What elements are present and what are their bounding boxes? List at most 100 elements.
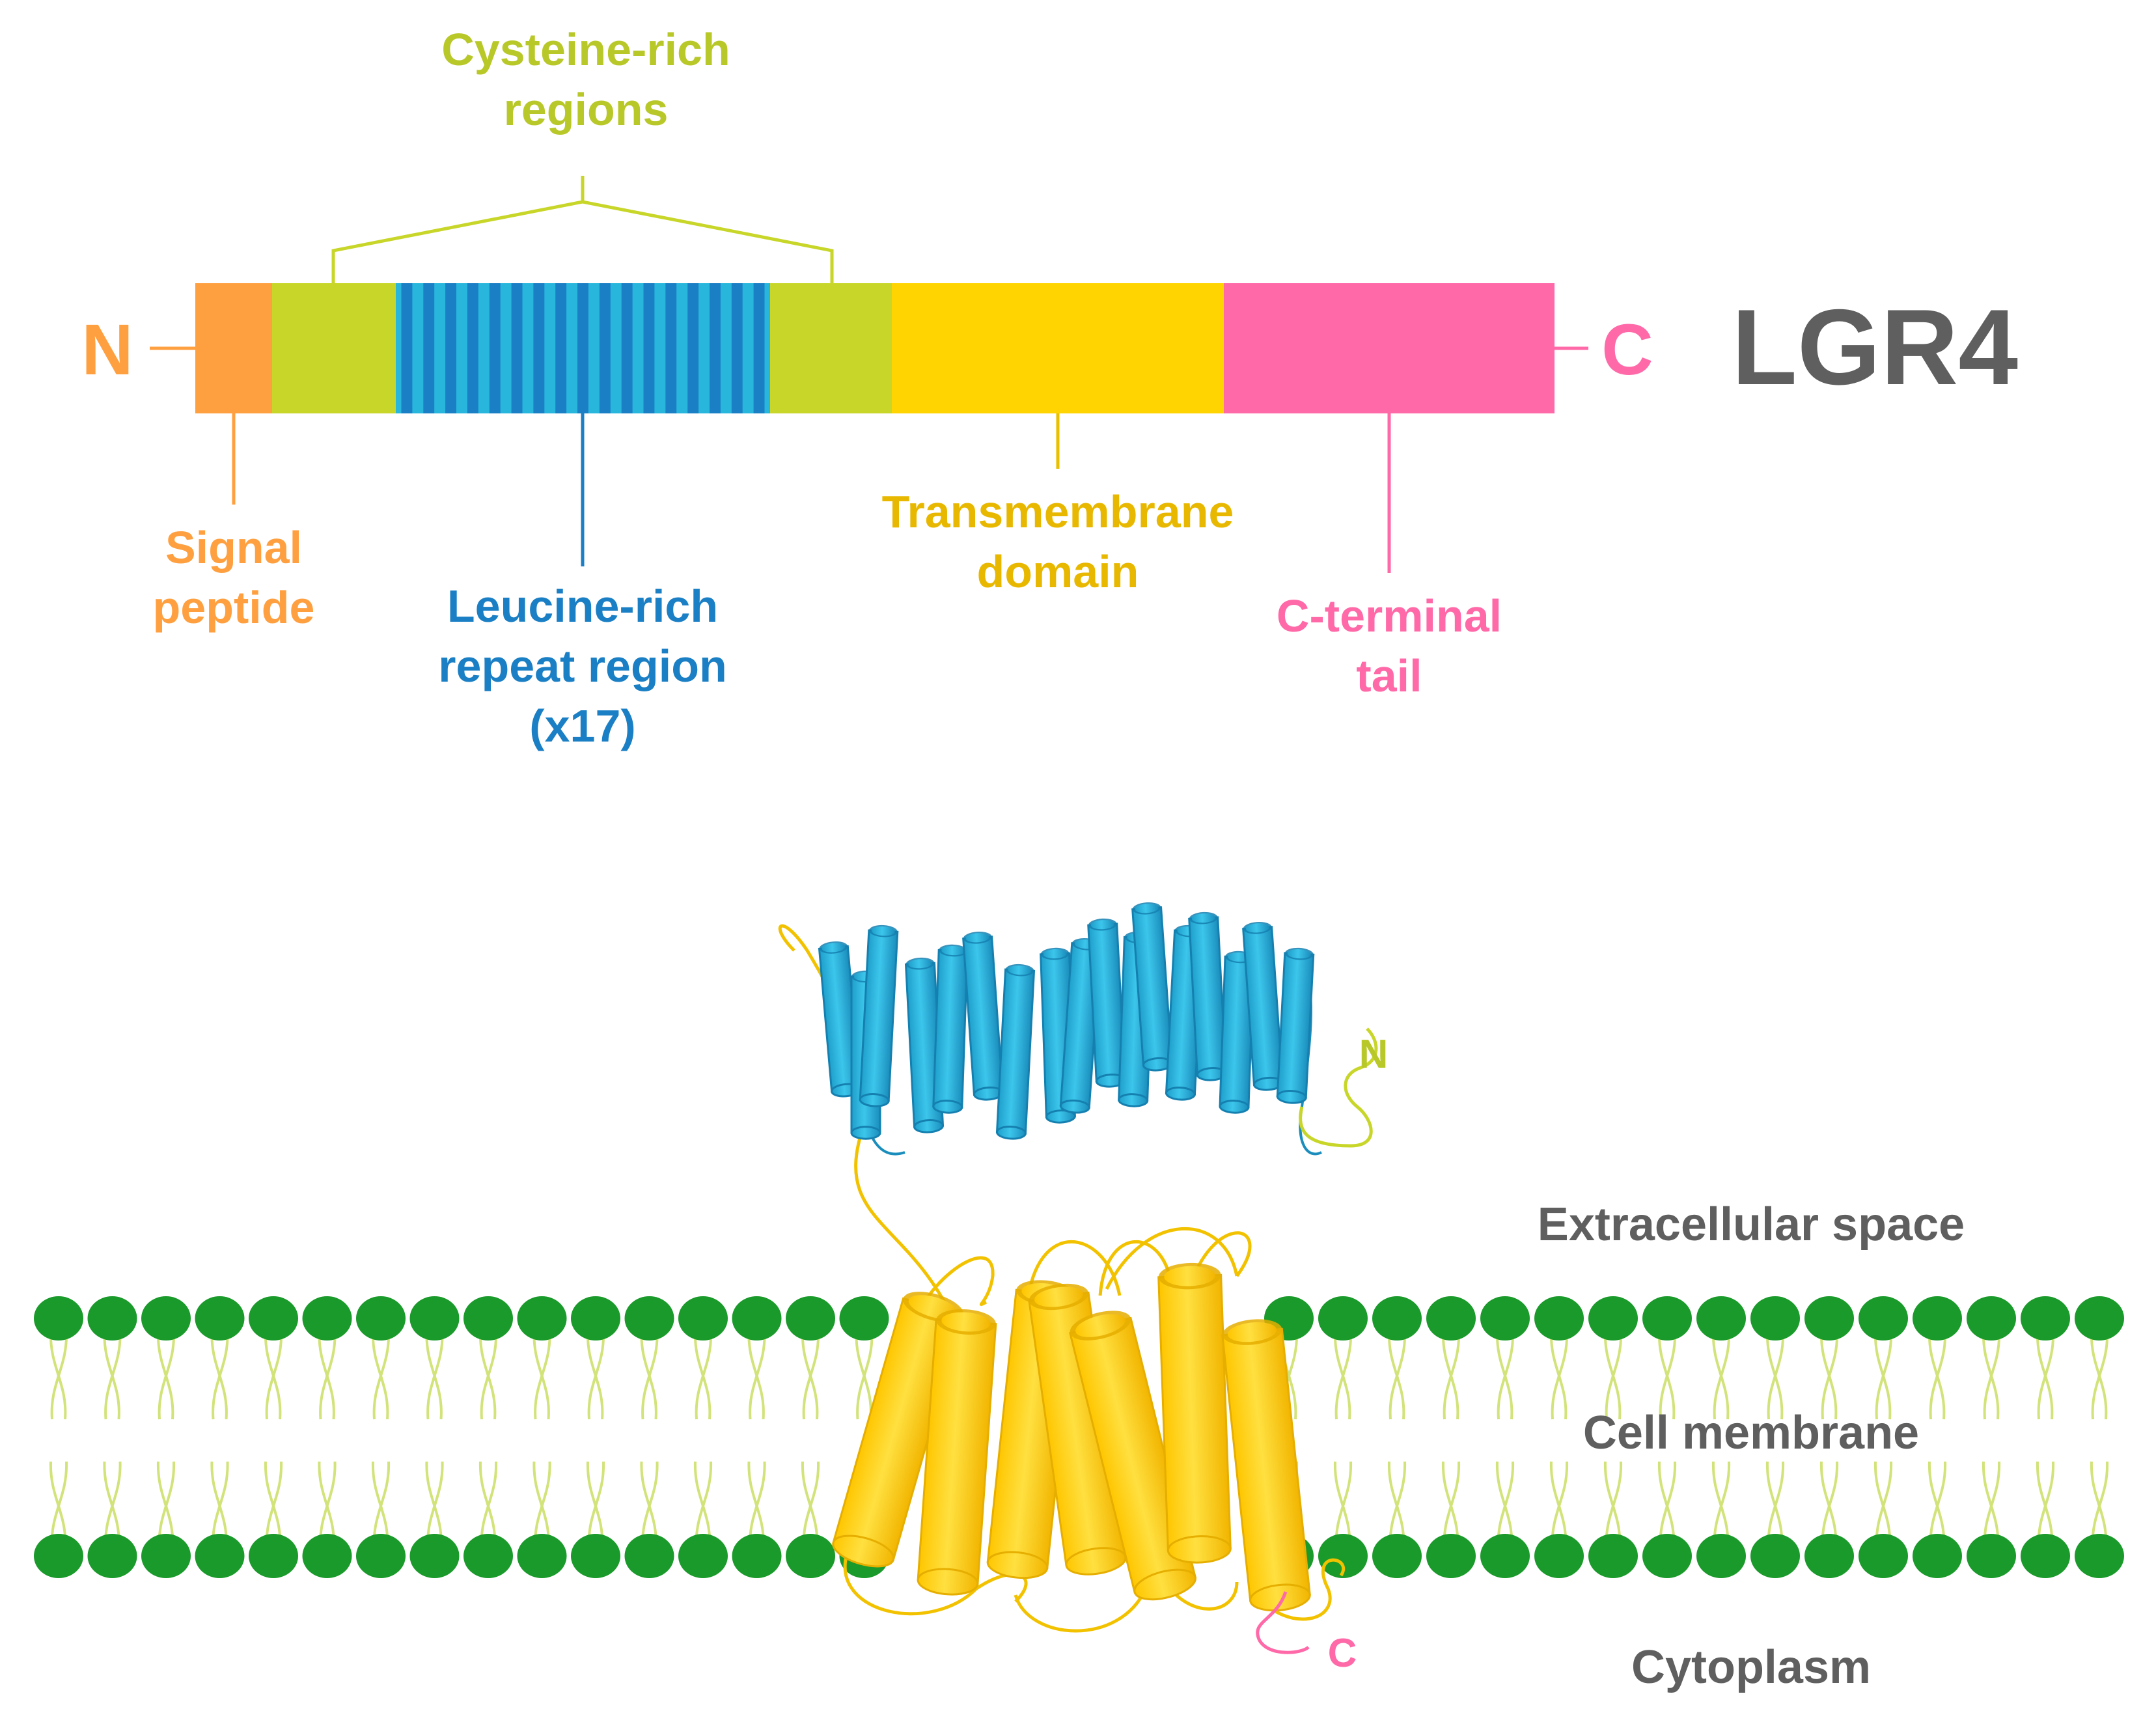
lipid-tail bbox=[1929, 1331, 1947, 1420]
lipid-head bbox=[1534, 1296, 1584, 1340]
cyto-c-tail bbox=[1256, 1591, 1310, 1654]
leucine-rich-segment bbox=[396, 283, 770, 413]
cysteine-label-line1: Cysteine-rich bbox=[441, 24, 730, 75]
lipid-head bbox=[786, 1534, 835, 1578]
lipid-tail bbox=[1659, 1331, 1677, 1420]
lipid-head bbox=[1696, 1296, 1746, 1340]
lipid-tail bbox=[1551, 1331, 1569, 1420]
lipid-tail bbox=[749, 1331, 766, 1420]
lipid-head bbox=[1750, 1296, 1800, 1340]
lipid-heads bbox=[34, 1296, 2124, 1578]
lipid-head bbox=[2075, 1296, 2124, 1340]
lipid-head bbox=[2021, 1534, 2070, 1578]
lipid-head bbox=[839, 1296, 889, 1340]
lipid-tail bbox=[50, 1331, 68, 1420]
lipid-tail bbox=[1821, 1331, 1839, 1420]
lipid-head bbox=[1426, 1296, 1476, 1340]
lrr-helix bbox=[1242, 921, 1284, 1091]
lipid-head bbox=[249, 1534, 298, 1578]
transmembrane-helix bbox=[1028, 1283, 1127, 1576]
lipid-tail bbox=[1983, 1331, 2001, 1420]
lipid-tail bbox=[1713, 1331, 1731, 1420]
lipid-head bbox=[1804, 1534, 1854, 1578]
domain-map: N C LGR4 Cysteine-rich regions Signal pe… bbox=[81, 24, 2018, 751]
ctail-label-line2: tail bbox=[1356, 650, 1422, 701]
lrr-stripe bbox=[621, 283, 633, 413]
lipid-tail bbox=[1497, 1331, 1515, 1420]
lipid-tail bbox=[695, 1331, 713, 1420]
lrr-helix bbox=[859, 924, 899, 1107]
lrr-helix bbox=[995, 964, 1036, 1140]
lrr-stripe bbox=[511, 283, 523, 413]
lipid-tail bbox=[372, 1331, 391, 1420]
lipid-head bbox=[1480, 1534, 1530, 1578]
lipid-head bbox=[409, 1534, 460, 1578]
lipid-head bbox=[356, 1296, 406, 1340]
lipid-tail bbox=[319, 1331, 337, 1420]
lipid-tail bbox=[2091, 1331, 2109, 1420]
protein-name: LGR4 bbox=[1732, 287, 2018, 407]
lipid-head bbox=[1372, 1296, 1422, 1340]
lipid-head bbox=[302, 1296, 352, 1340]
lipid-head bbox=[732, 1534, 782, 1578]
lrr-stripe bbox=[577, 283, 588, 413]
lrr-n-tail bbox=[1299, 1027, 1378, 1148]
lipid-head bbox=[87, 1534, 137, 1578]
lipid-head bbox=[624, 1296, 674, 1340]
transmembrane-helix bbox=[917, 1309, 997, 1596]
transmembrane-helix bbox=[1157, 1262, 1232, 1564]
lrr-helix bbox=[932, 944, 969, 1114]
lrr-helix bbox=[1131, 902, 1173, 1072]
lipid-tail bbox=[158, 1331, 176, 1420]
lipid-tail bbox=[265, 1331, 283, 1420]
lrr-stripe bbox=[533, 283, 545, 413]
lipid-tail bbox=[104, 1331, 122, 1420]
lipid-head bbox=[624, 1534, 674, 1578]
lipid-head bbox=[1318, 1534, 1368, 1578]
lipid-head bbox=[463, 1296, 513, 1340]
lipid-head bbox=[1588, 1296, 1638, 1340]
lipid-tail bbox=[856, 1331, 874, 1420]
lipid-tail bbox=[587, 1331, 605, 1420]
leucine-label-line2: repeat region bbox=[438, 641, 726, 691]
transmembrane-helix bbox=[1069, 1311, 1196, 1601]
lrr-helix bbox=[1188, 911, 1227, 1081]
lipid-tail bbox=[212, 1331, 229, 1420]
lipid-tail bbox=[1875, 1331, 1893, 1420]
lipid-head bbox=[1967, 1296, 2016, 1340]
lrr-stripe bbox=[401, 283, 413, 413]
transmembrane-segment bbox=[892, 283, 1224, 413]
lipid-head bbox=[141, 1296, 191, 1340]
lipid-head bbox=[1913, 1296, 1962, 1340]
lrr-n-label: N bbox=[1359, 1032, 1389, 1077]
cysteine-bracket bbox=[331, 176, 834, 283]
lipid-head bbox=[732, 1296, 782, 1340]
lipid-tail bbox=[1389, 1331, 1407, 1420]
lipid-head bbox=[1588, 1534, 1638, 1578]
lipid-tail bbox=[1767, 1331, 1785, 1420]
lrr-helix bbox=[962, 931, 1004, 1101]
lipid-head bbox=[1426, 1534, 1476, 1578]
transmembrane-label-line1: Transmembrane bbox=[882, 486, 1234, 537]
lrr-stripe bbox=[489, 283, 501, 413]
leucine-label-line1: Leucine-rich bbox=[447, 581, 718, 632]
lrr-stripe bbox=[643, 283, 655, 413]
cysteine-label-line2: regions bbox=[504, 84, 669, 135]
n-terminus-label: N bbox=[81, 310, 133, 390]
lipid-head bbox=[678, 1534, 728, 1578]
lipid-head bbox=[517, 1534, 567, 1578]
signal-label-line1: Signal bbox=[165, 522, 302, 573]
cyto-c-label: C bbox=[1328, 1631, 1357, 1676]
signal-peptide-segment bbox=[195, 283, 272, 413]
cytoplasm-label: Cytoplasm bbox=[1631, 1641, 1871, 1693]
membrane-label: Cell membrane bbox=[1583, 1407, 1919, 1459]
lipid-head bbox=[356, 1534, 406, 1578]
lipid-head bbox=[195, 1296, 245, 1340]
cysteine-rich-segment-2 bbox=[770, 283, 892, 413]
transmembrane-helix bbox=[1221, 1319, 1311, 1612]
lrr-stripe bbox=[687, 283, 699, 413]
lipid-head bbox=[1372, 1534, 1422, 1578]
transmembrane-helices bbox=[832, 1262, 1311, 1612]
lrr-stripe bbox=[467, 283, 478, 413]
